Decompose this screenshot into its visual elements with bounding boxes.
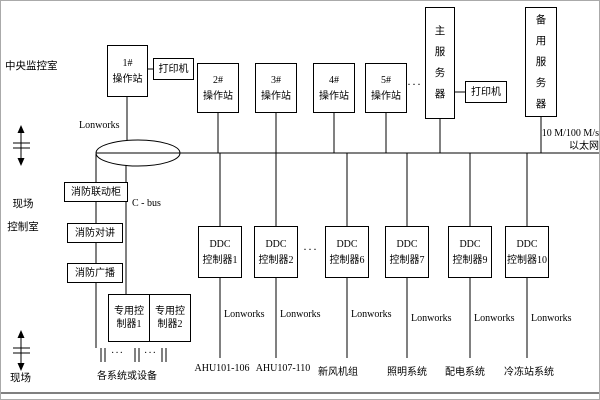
ddc-controller-9-box: DDC 控制器9 — [448, 226, 492, 278]
fire-intercom-label: 消防对讲 — [75, 227, 115, 239]
lonworks-label-ddc-9: Lonworks — [474, 313, 515, 324]
ddc-controller-1-box: DDC 控制器1 — [198, 226, 242, 278]
ddc-controller-2-box: DDC 控制器2 — [254, 226, 298, 278]
operator-station-2-name: 操作站 — [203, 90, 233, 102]
operator-station-3-number: 3# — [271, 74, 281, 86]
ellipsis-stations: ··· — [407, 77, 422, 91]
ddc-controller-10-line1: DDC — [516, 238, 538, 250]
ddc-controller-1-line1: DDC — [209, 238, 231, 250]
ddc-controller-7-line1: DDC — [396, 238, 418, 250]
backup-server-box: 备用服务器 — [525, 7, 557, 117]
system-label-ahu107-110: AHU107-110 — [255, 363, 311, 374]
ellipsis-devices-1: ··· — [111, 348, 124, 359]
ddc-controller-2-line1: DDC — [265, 238, 287, 250]
operator-station-3-name: 操作站 — [261, 90, 291, 102]
system-label-fresh-air-unit: 新风机组 — [318, 367, 358, 378]
dedicated-controller-1-label: 专用控制器1 — [114, 306, 144, 330]
zone-boundary-marker-1 — [13, 125, 30, 166]
ddc-controller-9-line2: 控制器9 — [452, 254, 488, 266]
operator-station-1-number: 1# — [122, 57, 133, 69]
ddc-controller-1-line2: 控制器1 — [202, 254, 238, 266]
ddc-controller-2-line2: 控制器2 — [258, 254, 294, 266]
printer-left-box: 打印机 — [153, 58, 194, 80]
main-server-box: 主服务器 — [425, 7, 455, 119]
fire-broadcast-box: 消防广播 — [67, 263, 123, 283]
ethernet-label: 10 M/100 M/s 以太网 — [537, 127, 599, 153]
operator-station-4-box: 4# 操作站 — [313, 63, 355, 113]
ethernet-label-name: 以太网 — [569, 141, 599, 152]
printer-left-label: 打印机 — [158, 63, 189, 75]
ethernet-label-speed: 10 M/100 M/s — [541, 128, 599, 139]
printer-right-label: 打印机 — [471, 86, 501, 98]
ddc-controller-10-box: DDC 控制器10 — [505, 226, 549, 278]
lonworks-label-top: Lonworks — [79, 120, 120, 131]
ddc-controller-6-line2: 控制器6 — [329, 254, 365, 266]
lonworks-label-ddc-1: Lonworks — [224, 309, 265, 320]
dedicated-controller-2-label: 专用控制器2 — [155, 306, 185, 330]
operator-station-5-name: 操作站 — [371, 90, 401, 102]
fire-linkage-cabinet-label: 消防联动柜 — [71, 186, 121, 198]
printer-right-box: 打印机 — [465, 81, 507, 103]
ddc-controller-9-line1: DDC — [459, 238, 481, 250]
fire-broadcast-label: 消防广播 — [75, 267, 115, 279]
devices-note-label: 各系统或设备 — [97, 371, 157, 382]
system-label-power-distribution: 配电系统 — [445, 367, 485, 378]
operator-station-4-number: 4# — [329, 74, 339, 86]
fire-linkage-cabinet-box: 消防联动柜 — [64, 182, 128, 202]
ddc-controller-6-line1: DDC — [336, 238, 358, 250]
ellipsis-ddc: ··· — [303, 242, 318, 256]
dedicated-controller-2-box: 专用控制器2 — [149, 294, 191, 342]
lonworks-label-ddc-10: Lonworks — [531, 313, 572, 324]
lonworks-label-ddc-7: Lonworks — [411, 313, 452, 324]
dedicated-controller-1-box: 专用控制器1 — [108, 294, 150, 342]
system-label-refrigeration-station: 冷冻站系统 — [504, 367, 554, 378]
operator-station-2-box: 2# 操作站 — [197, 63, 239, 113]
operator-station-5-number: 5# — [381, 74, 391, 86]
operator-station-4-name: 操作站 — [319, 90, 349, 102]
ellipsis-devices-2: ··· — [144, 348, 157, 359]
lonworks-label-ddc-2: Lonworks — [280, 309, 321, 320]
zone-boundary-marker-2 — [13, 330, 30, 371]
zone-label-field-control-room-line2: 控制室 — [7, 222, 39, 234]
operator-station-5-box: 5# 操作站 — [365, 63, 407, 113]
zone-label-field-control-room-line1: 现场 — [12, 199, 34, 210]
operator-station-1-name: 操作站 — [112, 73, 143, 85]
zone-label-field-control-room: 现场 控制室 — [3, 193, 43, 239]
main-server-label: 主服务器 — [434, 26, 446, 100]
lonworks-label-ddc-6: Lonworks — [351, 309, 392, 320]
ddc-controller-10-line2: 控制器10 — [507, 254, 547, 266]
fire-intercom-box: 消防对讲 — [67, 223, 123, 243]
hub-ellipse — [95, 139, 181, 167]
operator-station-3-box: 3# 操作站 — [255, 63, 297, 113]
zone-label-field: 现场 — [10, 373, 31, 384]
cbus-label: C - bus — [132, 198, 161, 209]
ddc-controller-7-box: DDC 控制器7 — [385, 226, 429, 278]
zone-label-central-monitoring-room: 中央监控室 — [5, 61, 58, 72]
operator-station-2-number: 2# — [213, 74, 223, 86]
ddc-controller-6-box: DDC 控制器6 — [325, 226, 369, 278]
system-label-lighting: 照明系统 — [387, 367, 427, 378]
system-label-ahu101-106: AHU101-106 — [194, 363, 250, 374]
ddc-controller-7-line2: 控制器7 — [389, 254, 425, 266]
backup-server-label: 备用服务器 — [535, 14, 547, 110]
operator-station-1-box: 1# 操作站 — [107, 45, 148, 97]
